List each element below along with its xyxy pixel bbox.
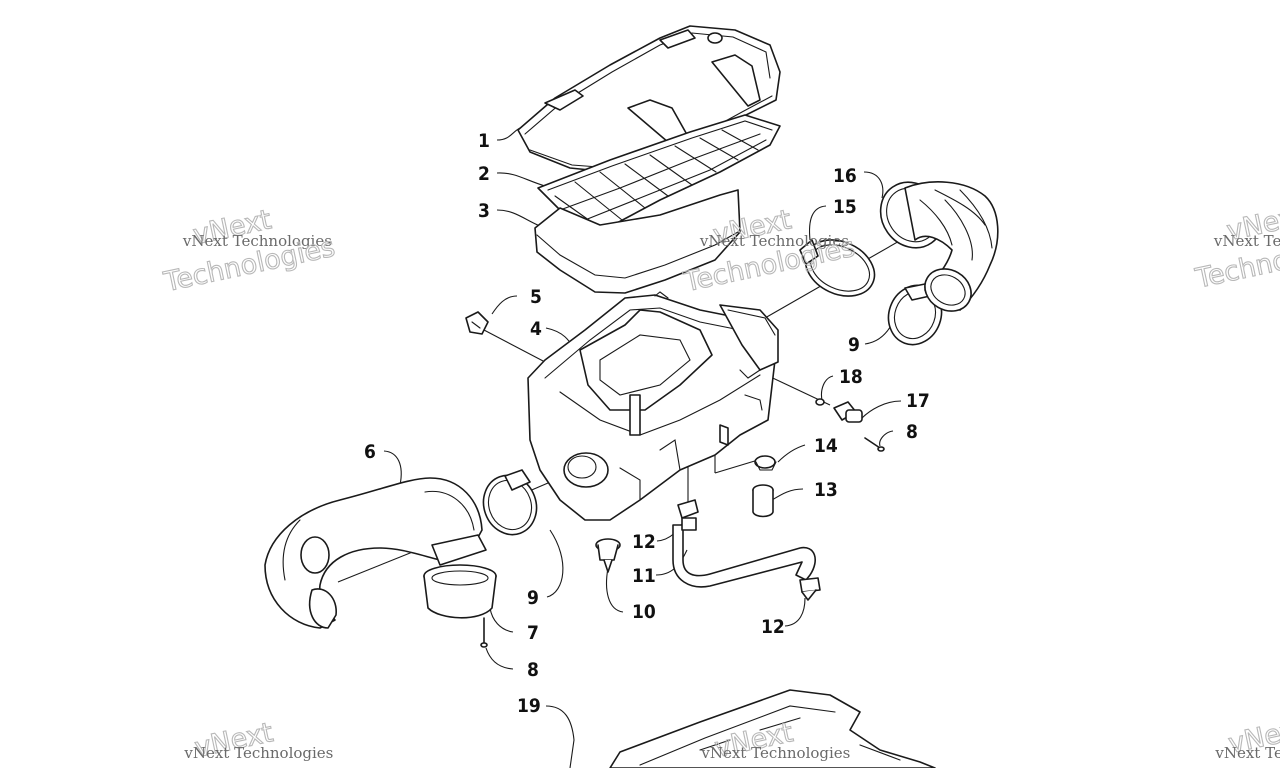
watermark-right-top: vNext vNext Technologies Technologies — [1192, 200, 1280, 295]
seal-ring — [799, 239, 876, 297]
watermark-small-text: vNext Technologies — [182, 232, 332, 250]
watermark-left-top: vNext vNext Technologies Technologies — [160, 204, 338, 299]
callout-19: 19 — [517, 695, 541, 717]
callout-15: 15 — [833, 196, 857, 218]
retainer-clip — [465, 311, 489, 335]
hose-clamp-right — [887, 283, 943, 346]
callout-1: 1 — [478, 130, 490, 152]
callout-11: 11 — [632, 565, 656, 587]
callout-4: 4 — [530, 318, 542, 340]
drain-hose — [672, 524, 816, 588]
hose-clamp-left — [482, 469, 538, 536]
mounting-tray — [609, 689, 936, 768]
callout-9-right: 9 — [848, 334, 860, 356]
watermark-center-top: vNext vNext Technologies Technologies — [680, 204, 858, 299]
foam-pre-filter — [534, 189, 741, 294]
watermark-small-text: vNext Technologies — [1214, 744, 1280, 762]
sleeve-tube — [752, 484, 774, 518]
callout-13: 13 — [814, 479, 838, 501]
callout-3: 3 — [478, 200, 490, 222]
callout-6: 6 — [364, 441, 376, 463]
spring-clip — [754, 455, 777, 471]
callout-9-left: 9 — [527, 587, 539, 609]
o-ring — [815, 398, 825, 406]
callout-5: 5 — [530, 286, 542, 308]
hose-clip-lower — [799, 577, 821, 601]
callout-8-right: 8 — [906, 421, 918, 443]
callout-labels: 1 2 3 4 5 6 7 8 8 9 9 10 11 12 12 13 14 … — [364, 130, 930, 717]
callout-16: 16 — [833, 165, 857, 187]
watermark-right-bottom: vNext vNext Technologies — [1214, 713, 1280, 762]
screw-left — [480, 617, 488, 648]
watermark-left-bottom: vNext vNext Technologies — [183, 717, 333, 765]
callout-18: 18 — [839, 366, 863, 388]
hose-clip-upper — [677, 499, 699, 531]
watermark-small-text: vNext Technologies — [700, 744, 850, 762]
callout-14: 14 — [814, 435, 838, 457]
intake-duct — [264, 477, 487, 629]
callout-7: 7 — [527, 622, 539, 644]
callout-17: 17 — [906, 390, 930, 412]
watermark-small-text: vNext Technologies — [1213, 232, 1280, 250]
temperature-sensor — [833, 401, 863, 423]
callout-12-upper: 12 — [632, 531, 656, 553]
callout-2: 2 — [478, 163, 490, 185]
drain-valve — [595, 538, 621, 573]
airbox-housing — [527, 291, 779, 521]
callout-8-left: 8 — [527, 659, 539, 681]
rubber-boot — [423, 564, 497, 619]
intake-boot — [879, 181, 999, 312]
watermark-small-text: vNext Technologies — [183, 744, 333, 762]
screw-right — [864, 437, 885, 452]
callout-12-lower: 12 — [761, 616, 785, 638]
callout-10: 10 — [632, 601, 656, 623]
watermark-small-text: vNext Technologies — [699, 232, 849, 250]
